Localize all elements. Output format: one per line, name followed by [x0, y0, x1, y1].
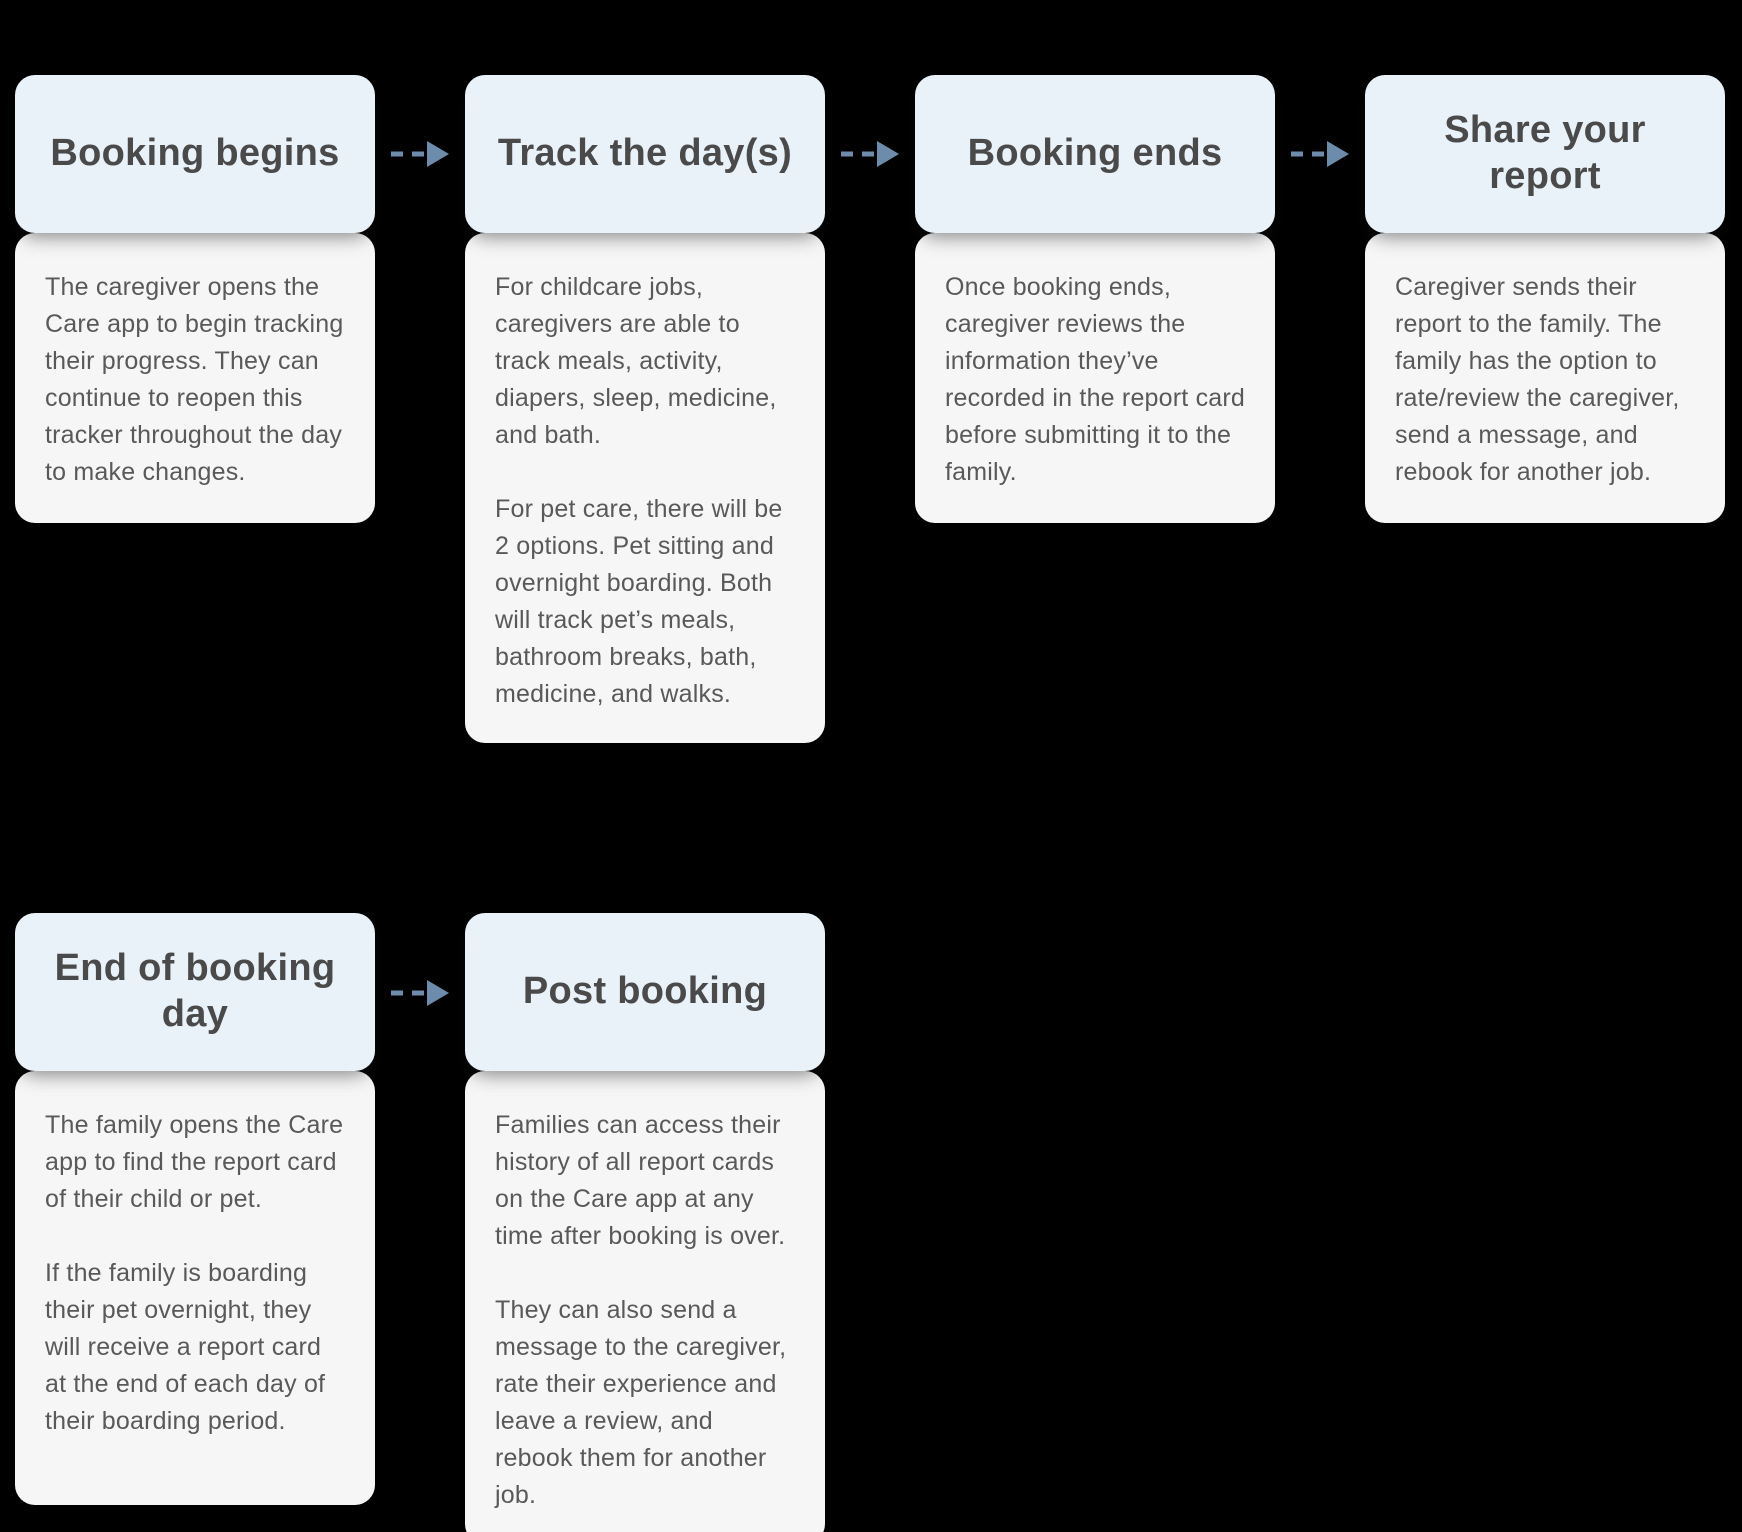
card-paragraph: They can also send a message to the care…: [495, 1296, 787, 1509]
card-paragraph: For pet care, there will be 2 options. P…: [495, 495, 783, 708]
card-paragraph: The caregiver opens the Care app to begi…: [45, 273, 344, 486]
card-body: Caregiver sends their report to the fami…: [1365, 233, 1725, 523]
flow-card-booking-begins: Booking begins The caregiver opens the C…: [15, 75, 375, 523]
flow-card-end-of-booking-day: End of booking day The family opens the …: [15, 913, 375, 1505]
card-title: Post booking: [522, 970, 768, 1013]
card-paragraph: Caregiver sends their report to the fami…: [1395, 273, 1680, 486]
card-paragraph: If the family is boarding their pet over…: [45, 1259, 326, 1435]
card-paragraph: The family opens the Care app to find th…: [45, 1111, 344, 1213]
card-header: Post booking: [465, 913, 825, 1071]
card-header: Share your report: [1365, 75, 1725, 233]
card-header: Booking begins: [15, 75, 375, 233]
card-body: Families can access their history of all…: [465, 1071, 825, 1532]
card-paragraph: For childcare jobs, caregivers are able …: [495, 273, 777, 449]
dashed-arrow-icon: [1291, 141, 1349, 167]
flow-card-share-your-report: Share your report Caregiver sends their …: [1365, 75, 1725, 523]
dashed-arrow-icon: [391, 141, 449, 167]
card-body: For childcare jobs, caregivers are able …: [465, 233, 825, 743]
flow-card-post-booking: Post booking Families can access their h…: [465, 913, 825, 1532]
flow-card-track-the-days: Track the day(s) For childcare jobs, car…: [465, 75, 825, 743]
card-paragraph: Families can access their history of all…: [495, 1111, 786, 1250]
card-title: Track the day(s): [497, 132, 793, 175]
card-title: End of booking day: [54, 947, 336, 1035]
card-body: The caregiver opens the Care app to begi…: [15, 233, 375, 523]
dashed-arrow-icon: [841, 141, 899, 167]
dashed-arrow-icon: [391, 980, 449, 1006]
card-header: Track the day(s): [465, 75, 825, 233]
card-paragraph: Once booking ends, caregiver reviews the…: [945, 273, 1246, 486]
card-title: Share your report: [1444, 109, 1646, 197]
card-body: Once booking ends, caregiver reviews the…: [915, 233, 1275, 523]
card-body: The family opens the Care app to find th…: [15, 1071, 375, 1505]
card-title: Booking begins: [50, 132, 340, 175]
flow-card-booking-ends: Booking ends Once booking ends, caregive…: [915, 75, 1275, 523]
card-header: Booking ends: [915, 75, 1275, 233]
card-header: End of booking day: [15, 913, 375, 1071]
card-title: Booking ends: [967, 132, 1223, 175]
